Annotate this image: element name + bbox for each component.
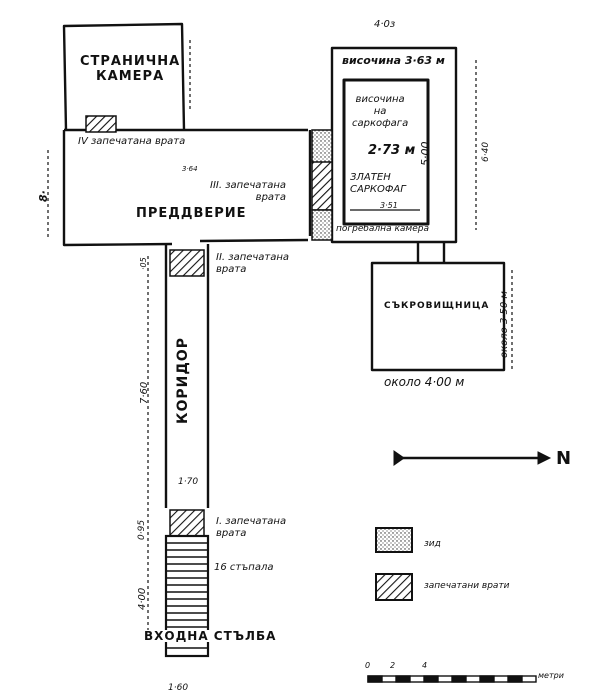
treasury-label: СЪКРОВИЩНИЦА	[384, 301, 490, 311]
sarcophagus-depth: 5·00	[419, 141, 432, 167]
burial-chamber-label: погребална камера	[336, 224, 429, 234]
scale-tick-0: 0	[365, 661, 371, 670]
dim-left-side: 8·	[37, 190, 50, 202]
north-arrow	[393, 450, 552, 466]
dim-stairs-width: 1·60	[168, 683, 189, 693]
door-i	[169, 509, 205, 537]
door-iii-label: III. запечатана врата	[210, 180, 286, 203]
dim-corridor-length: 7·60	[139, 381, 150, 404]
legend-door-label: запечатани врати	[424, 581, 510, 591]
sarcophagus-height-value: 2·73 м	[368, 143, 416, 158]
dim-corridor-top: ·05	[139, 257, 148, 270]
rock-block-lower	[311, 209, 333, 241]
door-iii	[311, 159, 333, 211]
north-label: N	[556, 448, 573, 469]
dim-antechamber-small: 3·64	[182, 165, 198, 173]
dim-treasury-height: около 3·50 м	[499, 291, 510, 358]
golden-sarcophagus-label: ЗЛАТЕН САРКОФАГ	[350, 172, 406, 195]
dim-right-side: 6·40	[481, 141, 491, 162]
legend-door-swatch	[375, 573, 413, 601]
entrance-stairs-label: ВХОДНА СТЪЛБА	[144, 629, 277, 643]
dim-treasury-width: около 4·00 м	[384, 375, 465, 389]
door-i-label: I. запечатана врата	[216, 516, 287, 539]
legend-rock-swatch	[375, 527, 413, 553]
antechamber-outline	[62, 128, 312, 247]
door-ii	[169, 249, 205, 277]
treasury-outline	[370, 261, 506, 372]
dim-top-right: 4·0з	[374, 19, 396, 30]
door-iv	[85, 115, 117, 133]
legend-rock-label: зид	[424, 539, 441, 549]
door-iv-label: IV запечатана врата	[78, 136, 186, 147]
door-ii-label: II. запечатана врата	[216, 252, 290, 275]
side-chamber-outline	[62, 22, 186, 131]
corridor-label: КОРИДОР	[175, 337, 191, 424]
scale-tick-4: 4	[422, 661, 428, 670]
corridor-outline	[164, 244, 210, 508]
scale-bar	[367, 675, 537, 683]
scale-unit: метри	[538, 671, 564, 680]
sarcophagus-width: 3·51	[380, 201, 398, 210]
dim-chamber-height: височина 3·63 м	[342, 54, 445, 67]
side-chamber-label: СТРАНИЧНА КАМЕРА	[80, 54, 181, 84]
dim-stairs-length: 4·00	[137, 587, 148, 610]
rock-block-upper	[311, 129, 333, 163]
dim-door1-gap: 0·95	[137, 519, 147, 540]
dim-corridor-width: 1·70	[178, 477, 199, 487]
sarcophagus-outline	[342, 78, 430, 226]
stairs-count-label: 16 стъпала	[214, 562, 274, 573]
sarcophagus-height-label: височина на саркофага	[352, 94, 409, 129]
scale-tick-2: 2	[390, 661, 396, 670]
antechamber-label: ПРЕДДВЕРИЕ	[136, 206, 247, 221]
